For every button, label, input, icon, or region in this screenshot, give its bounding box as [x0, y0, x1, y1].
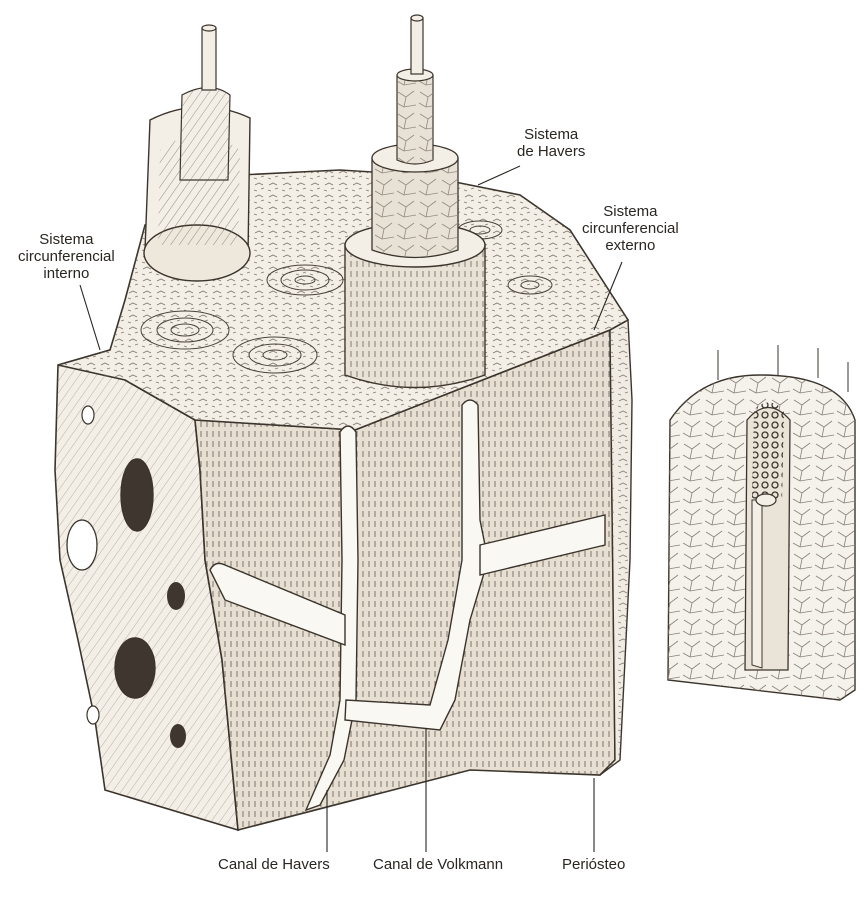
leader-havers-system — [478, 166, 520, 185]
label-havers-canal: Canal de Havers — [218, 856, 330, 873]
osteon-left — [144, 25, 250, 281]
label-periosteum: Periósteo — [562, 856, 625, 873]
label-havers-system: Sistema de Havers — [517, 126, 585, 160]
label-external-circumferential: Sistema circunferencial externo — [582, 203, 679, 254]
leader-internal-circumferential — [80, 285, 100, 350]
bone-block — [55, 170, 632, 830]
label-volkmann-canal: Canal de Volkmann — [373, 856, 503, 873]
label-internal-circumferential: Sistema circunferencial interno — [18, 231, 115, 282]
detail-section — [668, 345, 855, 700]
